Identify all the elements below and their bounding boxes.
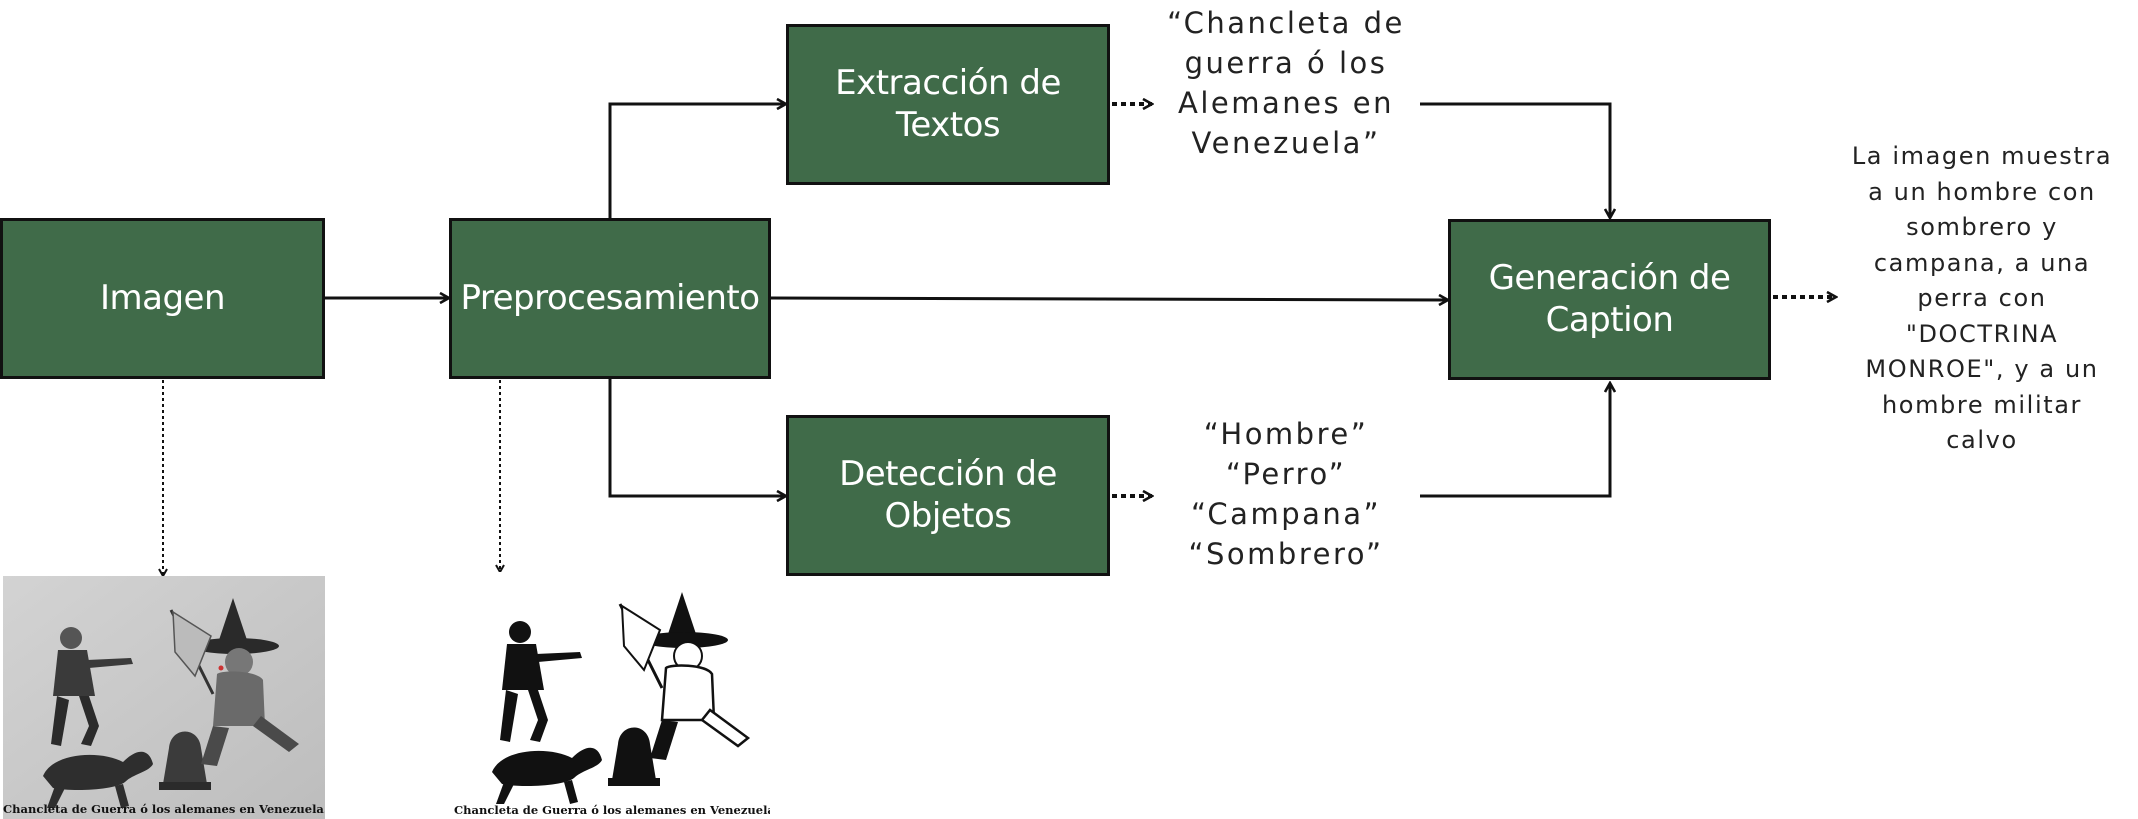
generacion-label: Generación de Caption	[1488, 258, 1731, 340]
preprocesamiento-label: Preprocesamiento	[460, 277, 761, 318]
arrow-objects-to-generacion	[1420, 383, 1610, 498]
extraccion-label: Extracción de Textos	[835, 63, 1061, 145]
deteccion-box: Detección de Objetos	[786, 415, 1110, 576]
original-image-caption: Chancleta de Guerra ó los alemanes en Ve…	[3, 802, 325, 816]
preprocesamiento-box: Preprocesamiento	[449, 218, 771, 379]
original-image-thumbnail: Chancleta de Guerra ó los alemanes en Ve…	[3, 576, 325, 819]
deteccion-label: Detección de Objetos	[839, 454, 1057, 536]
arrow-preprocesamiento-to-extraccion	[608, 104, 786, 218]
cartoon-illustration	[3, 576, 325, 819]
arrow-text-to-generacion	[1420, 102, 1610, 218]
generacion-box: Generación de Caption	[1448, 219, 1771, 380]
arrow-preprocesamiento-to-deteccion	[608, 378, 786, 496]
extracted-text: “Chancleta de guerra ó los Alemanes en V…	[1167, 6, 1405, 160]
preprocessed-image-caption: Chancleta de Guerra ó los alemanes en Ve…	[454, 803, 770, 817]
output-caption: La imagen muestra a un hombre con sombre…	[1851, 142, 2113, 454]
detected-objects: “Hombre” “Perro” “Campana” “Sombrero”	[1188, 417, 1384, 571]
extraccion-box: Extracción de Textos	[786, 24, 1110, 185]
imagen-label: Imagen	[99, 277, 226, 318]
arrow-preprocesamiento-to-generacion	[770, 298, 1448, 300]
imagen-box: Imagen	[0, 218, 325, 379]
preprocessed-image-thumbnail: Chancleta de Guerra ó los alemanes en Ve…	[454, 572, 770, 819]
cartoon-illustration-binarized	[454, 572, 770, 819]
